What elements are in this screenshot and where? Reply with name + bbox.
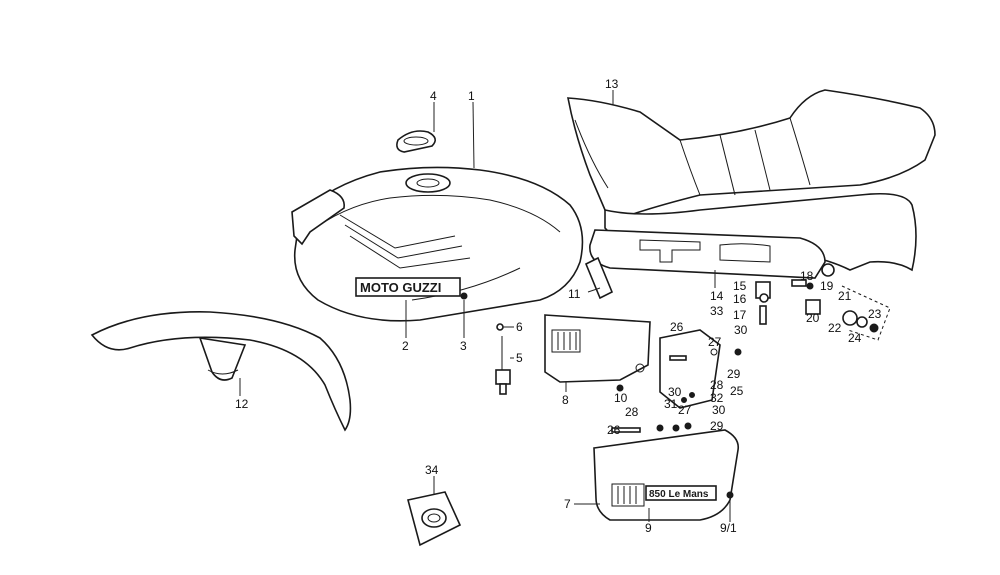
side-cover: 850 Le Mans (593, 429, 740, 521)
cover-logo: 850 Le Mans (649, 489, 709, 500)
label-3: 3 (460, 339, 467, 353)
label-2: 2 (402, 339, 409, 353)
label-8: 8 (562, 393, 569, 407)
hardware (611, 263, 891, 433)
label-7: 7 (564, 497, 571, 511)
label-30c: 30 (712, 403, 726, 417)
label-30: 30 (734, 323, 748, 337)
label-10: 10 (614, 391, 628, 405)
label-9-1: 9/1 (720, 521, 737, 535)
label-28: 28 (710, 378, 724, 392)
label-4: 4 (430, 89, 437, 103)
label-29: 29 (727, 367, 741, 381)
label-32: 32 (710, 391, 724, 405)
label-24: 24 (848, 331, 862, 345)
label-15: 15 (733, 279, 747, 293)
label-16: 16 (733, 292, 747, 306)
label-19: 19 (820, 279, 834, 293)
rubber-bush (584, 256, 614, 300)
label-23: 23 (868, 307, 882, 321)
seat (567, 89, 936, 272)
tank-bolt (460, 292, 468, 300)
label-6: 6 (516, 320, 523, 334)
label-31: 31 (664, 397, 678, 411)
label-26: 26 (670, 320, 684, 334)
label-13: 13 (605, 77, 619, 91)
label-5: 5 (516, 351, 523, 365)
label-17: 17 (733, 308, 747, 322)
decal (407, 491, 462, 547)
label-21: 21 (838, 289, 852, 303)
label-25: 25 (730, 384, 744, 398)
label-26b: 26 (607, 423, 621, 437)
part-labels: 1 2 3 4 5 6 7 8 9 9/1 10 11 12 13 14 15 … (235, 77, 882, 535)
label-18: 18 (800, 269, 814, 283)
fuel-tap (495, 323, 511, 395)
bracket (659, 329, 721, 409)
front-mudguard (90, 311, 352, 432)
label-34: 34 (425, 463, 439, 477)
label-27b: 27 (678, 403, 692, 417)
label-1: 1 (468, 89, 475, 103)
tank-logo: MOTO GUZZI (360, 280, 441, 295)
label-14: 14 (710, 289, 724, 303)
fuel-tank: MOTO GUZZI (291, 166, 584, 322)
seat-base (589, 229, 826, 279)
label-11: 11 (568, 287, 581, 301)
label-28b: 28 (625, 405, 639, 419)
filler-cap (396, 130, 436, 153)
leader-lines (239, 90, 731, 522)
label-20: 20 (806, 311, 820, 325)
label-29b: 29 (710, 419, 724, 433)
label-12: 12 (235, 397, 249, 411)
label-33: 33 (710, 304, 724, 318)
label-22: 22 (828, 321, 842, 335)
side-panel (544, 314, 651, 383)
label-30b: 30 (668, 385, 682, 399)
label-27: 27 (708, 335, 722, 349)
label-9: 9 (645, 521, 652, 535)
